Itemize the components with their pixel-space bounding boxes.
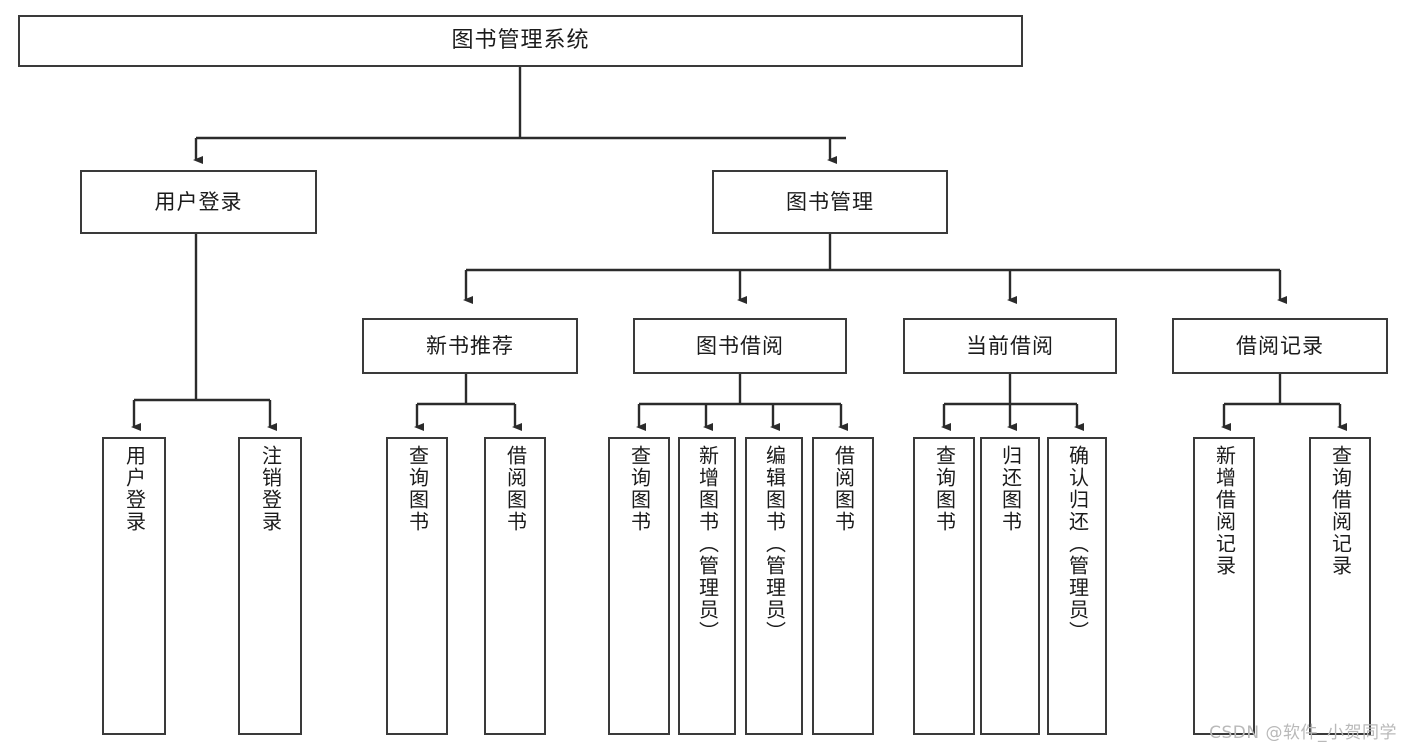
node-label: 新书推荐 bbox=[426, 333, 514, 358]
leaf-query-borrow-record[interactable]: 查询借阅记录 bbox=[1309, 437, 1371, 735]
node-label: 编辑图书（管理员） bbox=[762, 445, 787, 643]
leaf-add-borrow-record[interactable]: 新增借阅记录 bbox=[1193, 437, 1255, 735]
watermark-text: CSDN @软件_小贺同学 bbox=[1209, 723, 1397, 743]
leaf-borrow-book[interactable]: 借阅图书 bbox=[812, 437, 874, 735]
node-label: 新增图书（管理员） bbox=[695, 445, 720, 643]
node-label: 借阅图书 bbox=[503, 445, 528, 533]
node-user-login[interactable]: 用户登录 bbox=[80, 170, 317, 234]
leaf-query-book-current[interactable]: 查询图书 bbox=[913, 437, 975, 735]
node-label: 查询图书 bbox=[627, 445, 652, 533]
leaf-borrow-book-recommend[interactable]: 借阅图书 bbox=[484, 437, 546, 735]
node-book-borrow[interactable]: 图书借阅 bbox=[633, 318, 847, 374]
node-label: 注销登录 bbox=[258, 445, 283, 533]
node-label: 查询图书 bbox=[405, 445, 430, 533]
node-label: 用户登录 bbox=[154, 189, 243, 214]
node-book-management[interactable]: 图书管理 bbox=[712, 170, 948, 234]
node-label: 查询图书 bbox=[932, 445, 957, 533]
node-label: 用户登录 bbox=[122, 445, 147, 533]
node-label: 图书管理 bbox=[786, 189, 874, 214]
leaf-query-book-borrow[interactable]: 查询图书 bbox=[608, 437, 670, 735]
leaf-edit-book[interactable]: 编辑图书（管理员） bbox=[745, 437, 803, 735]
node-label: 查询借阅记录 bbox=[1328, 445, 1353, 577]
leaf-logout-login[interactable]: 注销登录 bbox=[238, 437, 302, 735]
node-label: 确认归还（管理员） bbox=[1065, 445, 1090, 643]
leaf-user-login[interactable]: 用户登录 bbox=[102, 437, 166, 735]
node-borrow-record[interactable]: 借阅记录 bbox=[1172, 318, 1388, 374]
node-label: 图书管理系统 bbox=[451, 28, 590, 54]
node-current-borrow[interactable]: 当前借阅 bbox=[903, 318, 1117, 374]
leaf-query-book-recommend[interactable]: 查询图书 bbox=[386, 437, 448, 735]
node-label: 归还图书 bbox=[998, 445, 1023, 533]
leaf-confirm-return[interactable]: 确认归还（管理员） bbox=[1047, 437, 1107, 735]
node-label: 图书借阅 bbox=[696, 333, 784, 358]
node-new-book-recommend[interactable]: 新书推荐 bbox=[362, 318, 578, 374]
node-label: 借阅记录 bbox=[1236, 333, 1324, 358]
node-root-system[interactable]: 图书管理系统 bbox=[18, 15, 1023, 67]
node-label: 借阅图书 bbox=[831, 445, 856, 533]
leaf-return-book[interactable]: 归还图书 bbox=[980, 437, 1040, 735]
node-label: 新增借阅记录 bbox=[1212, 445, 1237, 577]
leaf-add-book[interactable]: 新增图书（管理员） bbox=[678, 437, 736, 735]
node-label: 当前借阅 bbox=[966, 333, 1054, 358]
